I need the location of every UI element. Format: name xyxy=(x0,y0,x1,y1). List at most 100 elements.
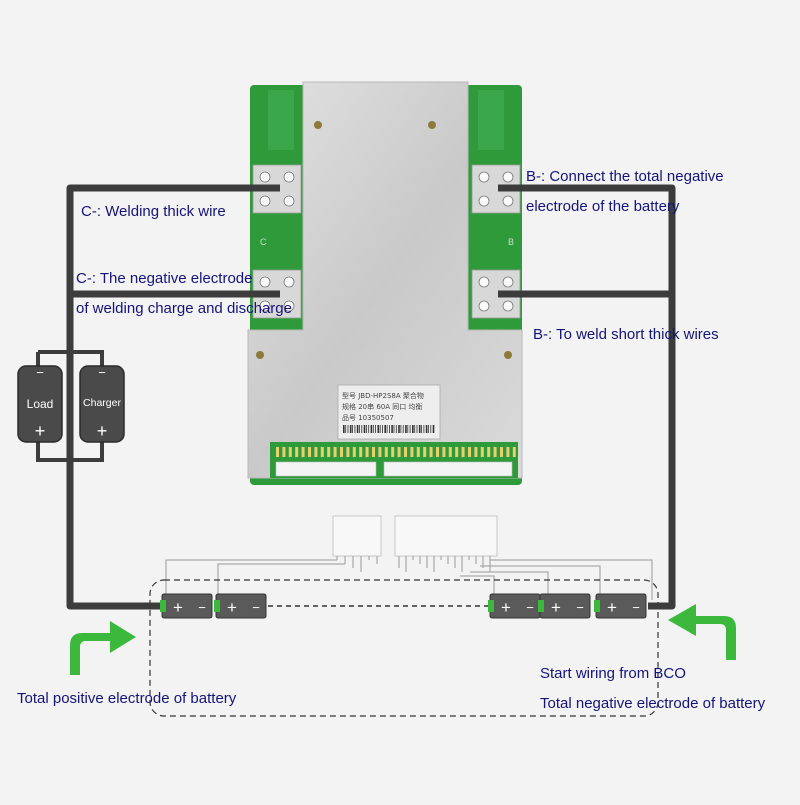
terminal-hole xyxy=(259,195,271,207)
barcode-bar xyxy=(421,425,422,433)
label-start-wiring: Start wiring from BCO xyxy=(540,665,686,682)
terminal-hole xyxy=(283,276,295,288)
label-c-charge-line1: C-: The negative electrode xyxy=(76,270,253,287)
barcode-bar xyxy=(363,425,366,433)
terminal-hole xyxy=(259,300,271,312)
header-pin xyxy=(288,447,292,457)
header-pin xyxy=(500,447,503,457)
wire-bottom xyxy=(36,440,104,462)
header-pin xyxy=(512,447,516,457)
battery-pack-outline xyxy=(149,579,659,717)
product-sticker: 型号 JBD-HP2S8A 聚合物 规格 20串 60A 同口 均衡 品号 10… xyxy=(337,384,441,440)
header-pin xyxy=(461,447,465,457)
barcode-bar xyxy=(366,425,367,433)
header-pin xyxy=(429,447,433,457)
barcode-bar xyxy=(343,425,345,433)
terminal-hole xyxy=(283,171,295,183)
header-pin xyxy=(448,447,452,457)
terminal-hole xyxy=(478,276,490,288)
pcb-trace xyxy=(268,90,294,150)
barcode-bar xyxy=(414,425,416,433)
header-pin xyxy=(404,447,407,457)
header-pin xyxy=(295,447,299,457)
barcode-bar xyxy=(352,425,353,433)
barcode-bar xyxy=(400,425,402,433)
header-pin xyxy=(397,447,401,457)
terminal-hole xyxy=(478,195,490,207)
header-pin xyxy=(282,447,286,457)
header-pin xyxy=(327,447,331,457)
screw xyxy=(256,351,264,359)
header-pin xyxy=(352,447,356,457)
battery-cell: +− xyxy=(214,593,267,619)
header-pin xyxy=(410,447,414,457)
cell-minus: − xyxy=(252,600,260,615)
barcode-bar xyxy=(375,425,376,433)
header-pin xyxy=(346,447,350,457)
terminal-hole xyxy=(502,171,514,183)
balance-wire xyxy=(217,563,345,600)
header-pin xyxy=(416,447,420,457)
charger-label: Charger xyxy=(83,397,121,409)
header-pin xyxy=(340,447,343,457)
balance-wire xyxy=(460,575,495,600)
battery-cell: +− xyxy=(538,593,591,619)
terminal-hole xyxy=(502,276,514,288)
label-total-positive: Total positive electrode of battery xyxy=(17,690,237,707)
battery-cells: +−+−+−+−+− xyxy=(160,593,647,619)
barcode-bar xyxy=(391,425,393,433)
header-pin xyxy=(378,447,382,457)
screw xyxy=(504,351,512,359)
header-pin xyxy=(359,447,363,457)
arrow-negative-icon xyxy=(668,604,736,660)
header-pin xyxy=(391,447,395,457)
screw xyxy=(314,121,322,129)
heatsink xyxy=(247,81,523,479)
header-pin xyxy=(365,447,369,457)
barcode-bar xyxy=(370,425,373,433)
wire-b-total xyxy=(498,184,676,610)
header-pin xyxy=(480,447,484,457)
barcode-bar xyxy=(377,425,380,433)
barcode-bar xyxy=(412,425,414,433)
label-c-charge-line2: of welding charge and discharge xyxy=(76,300,292,317)
pcb-trace xyxy=(478,90,504,150)
barcode-bar xyxy=(368,425,370,433)
header-pin xyxy=(372,447,375,457)
terminal-hole xyxy=(502,300,514,312)
barcode-bar xyxy=(430,425,432,433)
header-pin xyxy=(423,447,427,457)
label-b-short: B-: To weld short thick wires xyxy=(533,326,719,343)
battery-cell: +− xyxy=(160,593,213,619)
terminal-hole xyxy=(283,300,295,312)
header-pin xyxy=(474,447,478,457)
sticker-line-1: 型号 JBD-HP2S8A 聚合物 xyxy=(342,391,424,400)
wire-c-thick xyxy=(66,184,280,610)
barcode-bar xyxy=(423,425,425,433)
main-wires xyxy=(66,184,676,610)
header-pin xyxy=(442,447,446,457)
header-pin xyxy=(493,447,497,457)
balance-wire xyxy=(470,571,549,600)
barcode-bar xyxy=(347,425,349,433)
header-pin xyxy=(314,447,318,457)
barcode-bar xyxy=(398,425,400,433)
barcode-bar xyxy=(359,425,360,433)
battery-cell: +− xyxy=(594,593,647,619)
load-label: Load xyxy=(27,397,54,411)
label-b-total-line2: electrode of the battery xyxy=(526,198,680,215)
terminal-hole xyxy=(502,195,514,207)
barcode-bar xyxy=(409,425,411,433)
barcode-bar xyxy=(418,425,421,433)
balance-wire xyxy=(165,559,337,600)
label-b-total: B-: Connect the total negative electrode… xyxy=(526,162,724,222)
charger-device: − Charger + xyxy=(79,365,125,443)
header-pin xyxy=(455,447,459,457)
barcode-bar xyxy=(402,425,404,433)
charger-minus: − xyxy=(98,365,106,380)
barcode xyxy=(343,425,435,433)
barcode-bar xyxy=(356,425,359,433)
barcode-bar xyxy=(349,425,352,433)
barcode-bar xyxy=(425,425,428,433)
